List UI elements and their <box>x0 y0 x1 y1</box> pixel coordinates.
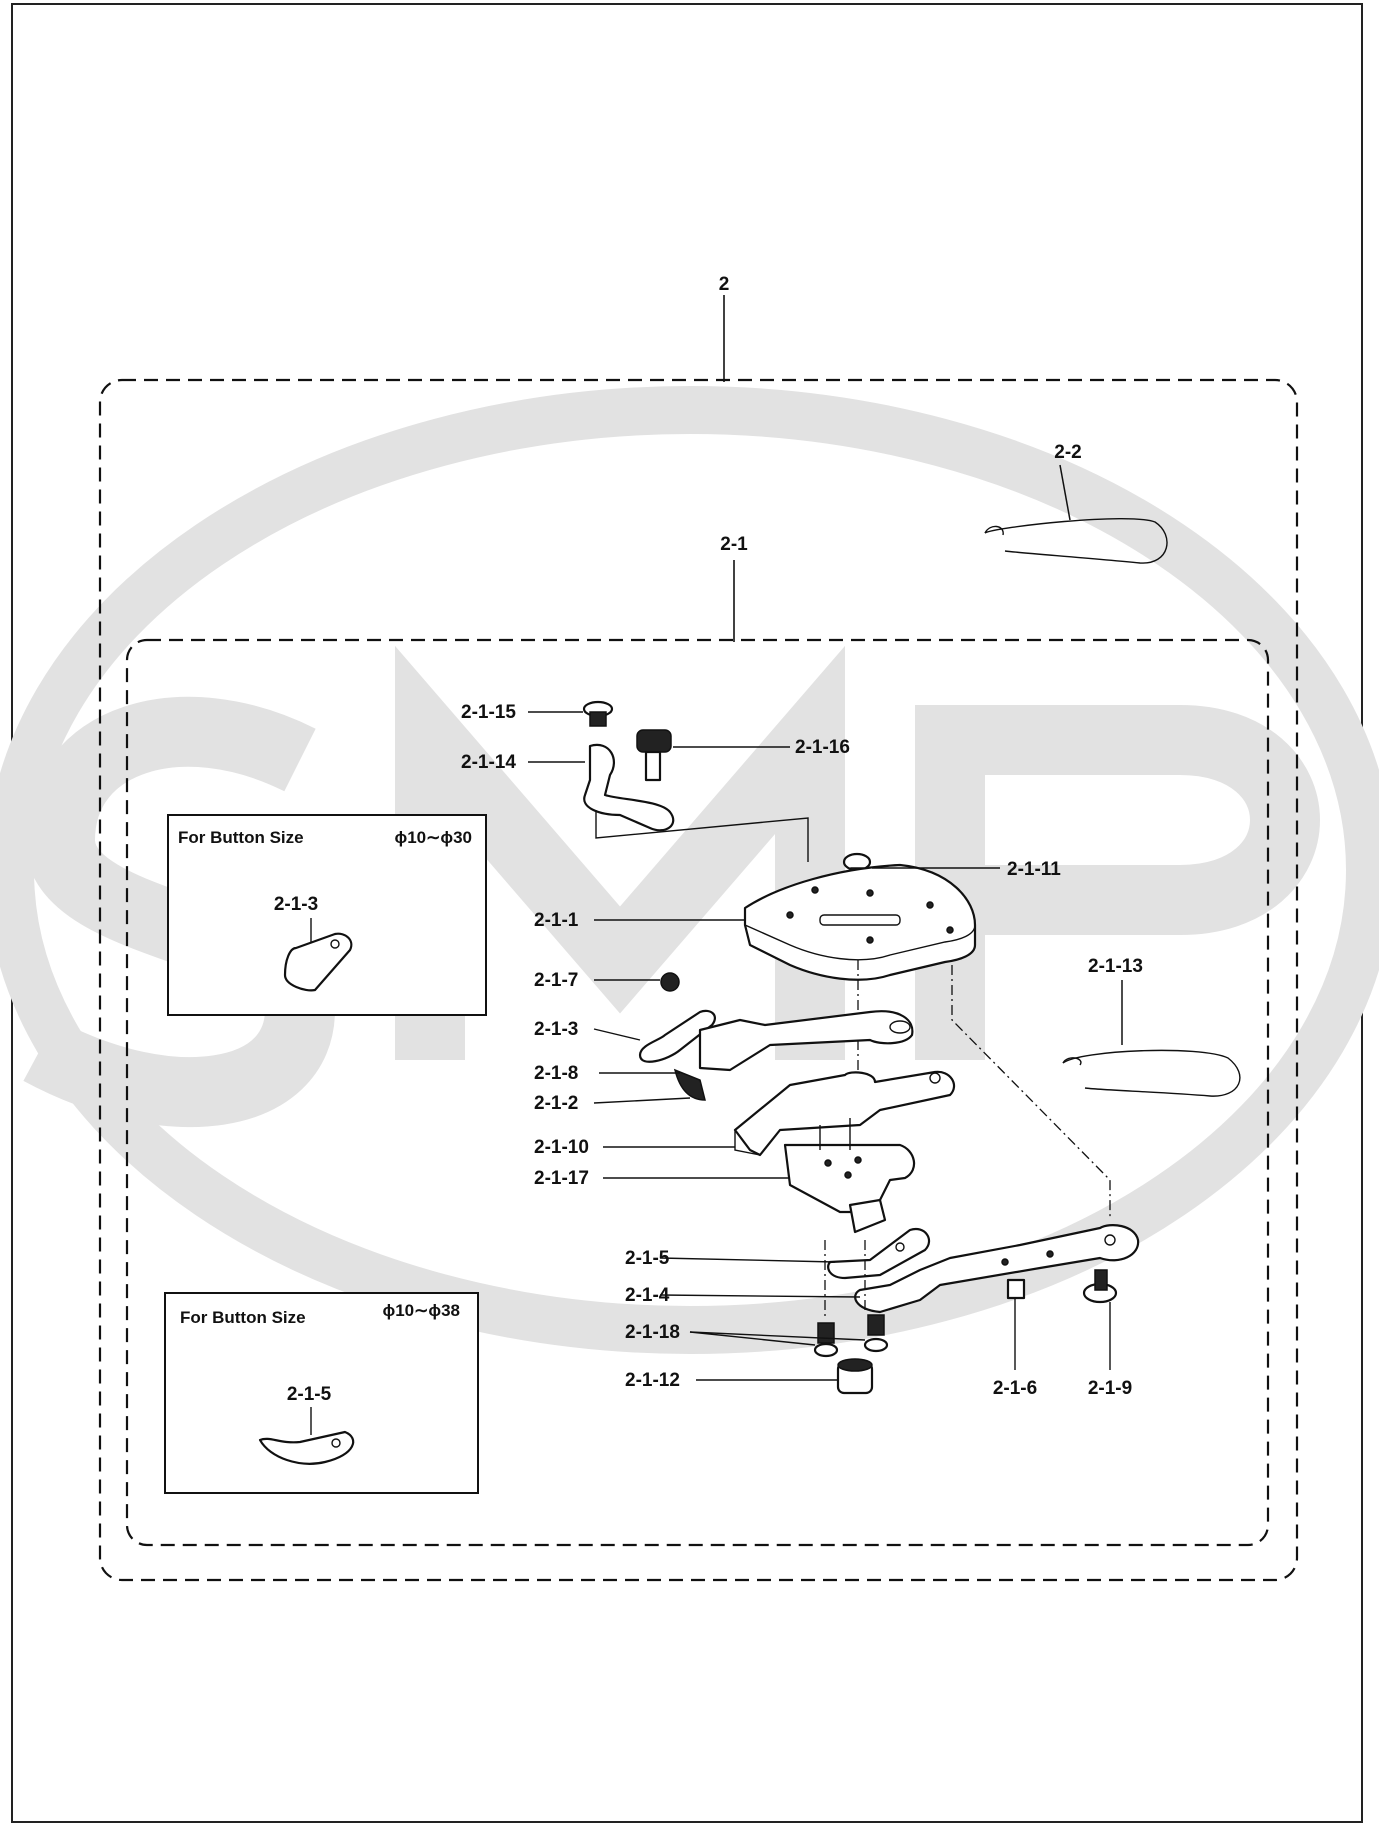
assembly-2-boundary <box>98 378 1299 1582</box>
assembly-2-1-label: 2-1 <box>720 534 748 555</box>
part-2-1-4-lower-arm <box>854 1224 1140 1314</box>
label-2-1-12: 2-1-12 <box>625 1370 680 1391</box>
inset-top-part-label: 2-1-3 <box>274 894 318 915</box>
part-2-1-13-spring <box>1062 980 1241 1097</box>
part-2-1-17-slide-plate <box>783 1118 916 1214</box>
part-2-1-6-screw <box>1006 1278 1026 1370</box>
inset-bottom-range: ϕ10∼ϕ38 <box>382 1301 460 1320</box>
label-2-1-13: 2-1-13 <box>1088 956 1143 977</box>
inset-bottom-part-shape <box>258 1430 355 1465</box>
label-2-1-7: 2-1-7 <box>534 970 578 991</box>
part-2-1-5-plate <box>827 1227 931 1280</box>
label-2-2: 2-2 <box>1054 442 1081 463</box>
assembly-2-label: 2 <box>719 274 730 295</box>
part-2-1-17-block <box>848 1198 887 1234</box>
inset-top-title: For Button Size <box>178 828 304 847</box>
label-2-1-14: 2-1-14 <box>461 752 516 773</box>
inset-box-bottom: For Button Size ϕ10∼ϕ38 2-1-5 <box>164 1292 479 1494</box>
part-labels: 2-1-15 2-1-14 2-1-16 2-1-11 2-1-1 2-1-7 … <box>461 702 1143 1399</box>
inset-bottom-part-label: 2-1-5 <box>287 1384 332 1405</box>
label-2-1-6: 2-1-6 <box>993 1378 1037 1399</box>
inset-top-range: ϕ10∼ϕ30 <box>394 828 472 847</box>
label-2-1-11: 2-1-11 <box>1007 859 1061 880</box>
part-2-1-2-clamp-arm <box>733 1070 956 1157</box>
label-2-1-10: 2-1-10 <box>534 1137 589 1158</box>
part-2-2-spring <box>984 464 1168 564</box>
label-2-1-2: 2-1-2 <box>534 1093 578 1114</box>
inset-bottom-title: For Button Size <box>180 1308 306 1327</box>
part-2-1-15-screw <box>582 700 614 727</box>
part-2-1-12-nut <box>836 1358 874 1395</box>
leader-lines <box>528 711 1000 1381</box>
label-2-1-3: 2-1-3 <box>534 1019 578 1040</box>
label-2-1-4: 2-1-4 <box>625 1285 670 1306</box>
inset-box-top: For Button Size ϕ10∼ϕ30 2-1-3 <box>167 814 487 1016</box>
part-2-1-1-base-plate <box>743 863 977 981</box>
part-2-1-16-thumb-screw <box>636 729 672 782</box>
part-2-1-3-upper-arm <box>638 1009 914 1101</box>
part-2-1-7-screw <box>660 972 680 992</box>
assembly-2-1-boundary <box>125 638 1270 1547</box>
label-2-1-18: 2-1-18 <box>625 1322 680 1343</box>
label-2-1-9: 2-1-9 <box>1088 1378 1132 1399</box>
label-2-1-17: 2-1-17 <box>534 1168 589 1189</box>
label-2-1-8: 2-1-8 <box>534 1063 578 1084</box>
label-2-1-5: 2-1-5 <box>625 1248 670 1269</box>
label-2-1-15: 2-1-15 <box>461 702 516 723</box>
label-2-1-16: 2-1-16 <box>795 737 850 758</box>
part-2-1-9-stud <box>1082 1269 1118 1370</box>
label-2-1-1: 2-1-1 <box>534 910 579 931</box>
